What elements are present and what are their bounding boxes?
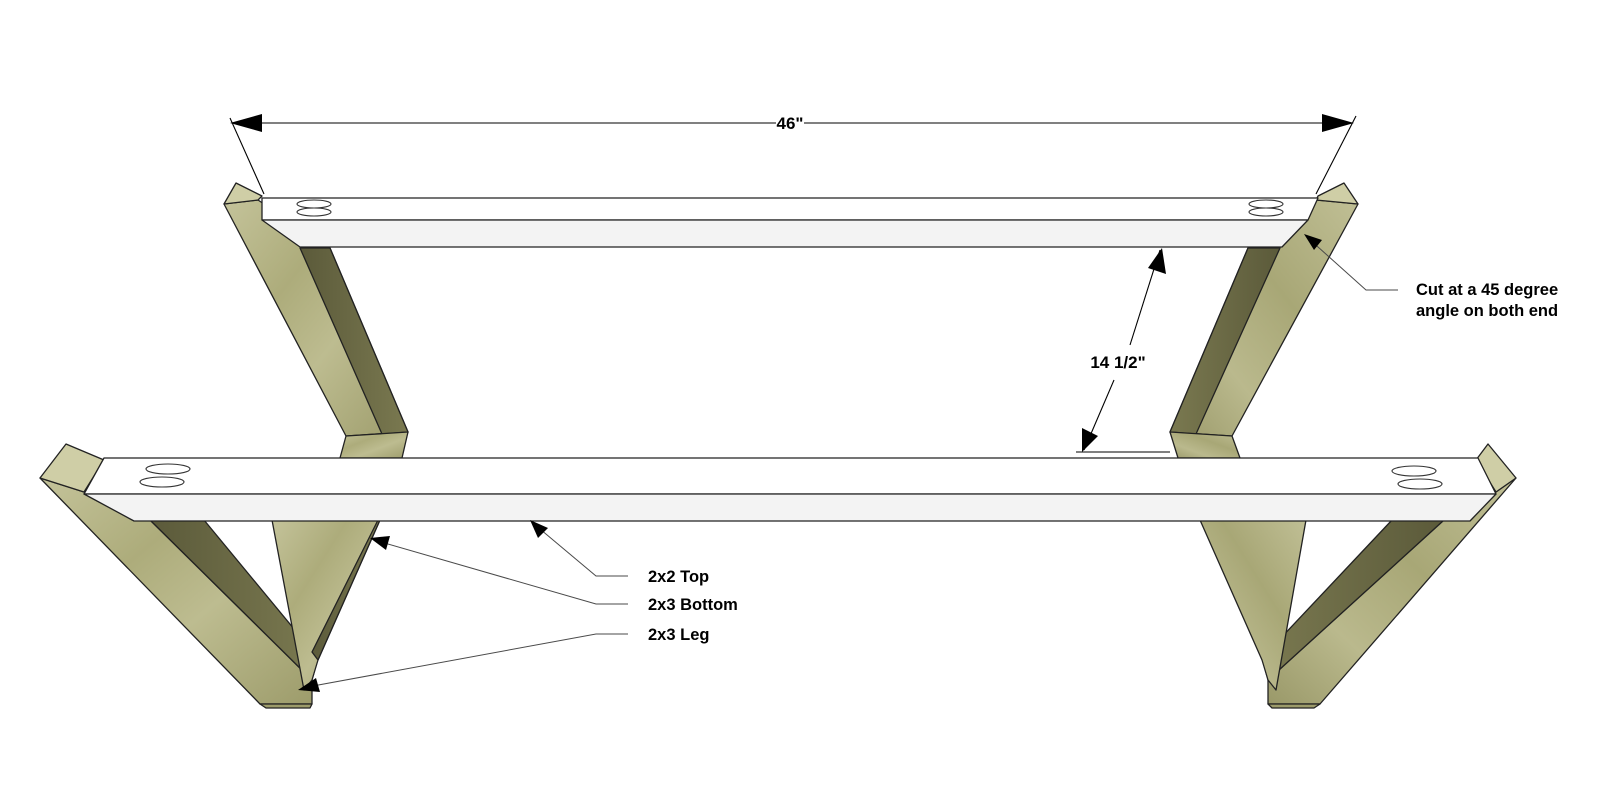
arrowhead [1148,248,1166,274]
arrowhead [370,536,390,550]
back-right-leg [1169,182,1359,459]
cut-angle-callout: Cut at a 45 degree angle on both end [1304,234,1558,320]
dowel-hole [1248,199,1284,209]
front-left-leg [39,443,381,709]
dowel-hole [145,463,191,475]
top-callout: 2x2 Top [530,520,709,586]
arrowhead [1322,114,1354,132]
dowel-hole [1391,465,1437,477]
dowel-hole [296,199,332,209]
arrowhead [1082,428,1098,452]
cut-angle-note-line1: Cut at a 45 degree [1416,281,1558,299]
cut-angle-note-line2: angle on both end [1416,302,1558,320]
bottom-part-label: 2x3 Bottom [648,596,738,614]
bottom-callout: 2x3 Bottom [370,536,738,614]
front-frame [39,443,1517,709]
width-label: 46" [777,114,804,133]
height-label: 14 1/2" [1090,353,1145,372]
back-frame [223,182,1359,459]
arrowhead [298,678,320,692]
dowel-hole [296,207,332,217]
arrowhead [230,114,262,132]
arrowhead [1304,234,1322,250]
leg-part-label: 2x3 Leg [648,626,709,644]
back-left-leg [223,182,409,459]
back-top-rail [261,197,1319,248]
arrowhead [530,520,548,538]
top-part-label: 2x2 Top [648,568,709,586]
dowel-hole [1397,478,1443,490]
front-right-leg [1199,443,1517,709]
dowel-hole [139,476,185,488]
height-dimension: 14 1/2" [1076,248,1170,453]
width-dimension: 46" [229,114,1357,195]
front-top-rail [83,457,1497,522]
leg-callout: 2x3 Leg [298,626,709,692]
dowel-hole [1248,207,1284,217]
